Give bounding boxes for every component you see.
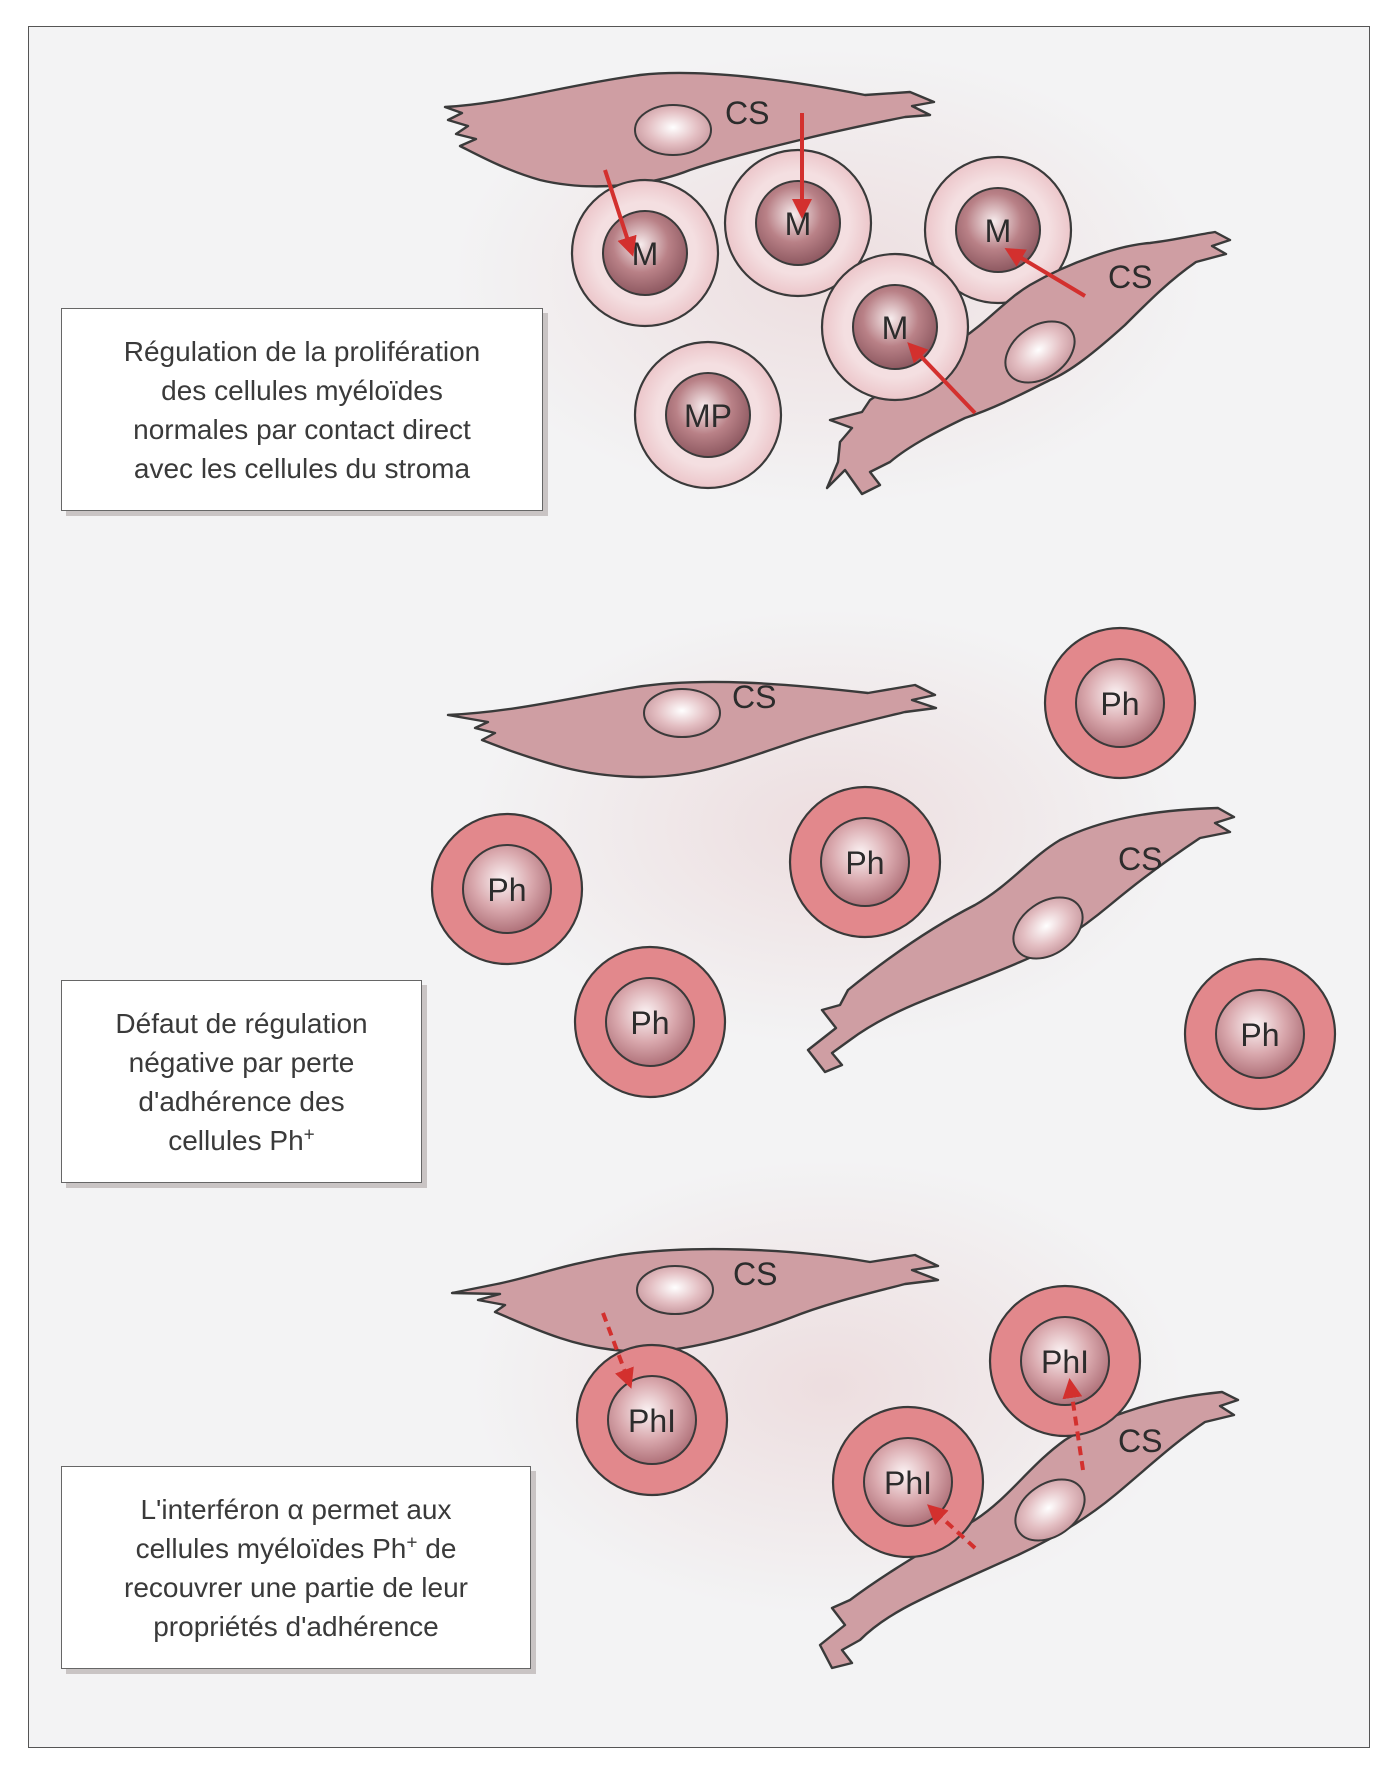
adhesion-arrow xyxy=(603,169,637,257)
cell-label: PhI xyxy=(884,1465,932,1501)
cell-label: PhI xyxy=(1041,1344,1089,1380)
panel-2: CS CS Ph Ph Ph Ph xyxy=(430,626,1337,1111)
cell-nucleus xyxy=(1075,658,1165,748)
caption-line: négative par perte xyxy=(128,1046,355,1078)
cell-label: Ph xyxy=(1100,686,1139,722)
caption-line: Régulation de la prolifération xyxy=(123,335,481,367)
panel-3-caption: L'interféron α permet aux cellules myélo… xyxy=(61,1466,531,1669)
stromal-nucleus xyxy=(636,1265,714,1315)
stromal-nucleus xyxy=(1004,320,1076,384)
partial-adhesion-arrow xyxy=(601,1312,634,1389)
cell-nucleus xyxy=(820,817,910,907)
stromal-cell: CS xyxy=(446,679,938,779)
panel-1-caption: Régulation de la prolifération des cellu… xyxy=(61,308,543,511)
caption-superscript: + xyxy=(406,1532,418,1553)
interferon-treated-ph-cell: PhI xyxy=(575,1343,729,1497)
cell-label: M xyxy=(785,206,812,242)
caption-line: d'adhérence des xyxy=(138,1085,345,1117)
panel-2-caption: Défaut de régulation négative par perte … xyxy=(61,980,422,1183)
cell-label: M xyxy=(985,213,1012,249)
partial-adhesion-arrow xyxy=(927,1504,977,1550)
caption-superscript: + xyxy=(303,1124,315,1145)
cell-nucleus xyxy=(605,977,695,1067)
cell-label: M xyxy=(882,310,909,346)
stromal-nucleus xyxy=(643,688,721,738)
stromal-cell: CS xyxy=(818,1390,1240,1670)
cell-label: Ph xyxy=(845,845,884,881)
stromal-label: CS xyxy=(1118,1423,1162,1459)
caption-line: avec les cellules du stroma xyxy=(133,452,471,484)
cell-nucleus xyxy=(1215,989,1305,1079)
cell-label: PhI xyxy=(628,1403,676,1439)
stromal-nucleus xyxy=(1014,1478,1086,1542)
stromal-cell: CS xyxy=(806,806,1236,1074)
cell-label: Ph xyxy=(1240,1017,1279,1053)
ph-positive-cell: Ph xyxy=(430,812,584,966)
cell-label: Ph xyxy=(487,872,526,908)
caption-line: cellules myéloïdes Ph+ de xyxy=(124,1529,468,1568)
stromal-label: CS xyxy=(732,679,776,715)
stromal-label: CS xyxy=(733,1256,777,1292)
stromal-cell: CS xyxy=(450,1247,940,1353)
ph-positive-cell: Ph xyxy=(573,945,727,1099)
caption-line: cellules Ph+ xyxy=(115,1121,367,1160)
cell-label: M xyxy=(632,236,659,272)
myeloid-cell: M xyxy=(820,252,970,402)
ph-positive-cell: Ph xyxy=(1043,626,1197,780)
interferon-treated-ph-cell: PhI xyxy=(988,1284,1142,1438)
caption-line: Défaut de régulation xyxy=(115,1007,368,1039)
caption-text: cellules myéloïdes Ph xyxy=(135,1532,407,1564)
cell-nucleus xyxy=(755,180,841,266)
caption-line: propriétés d'adhérence xyxy=(153,1610,439,1642)
cell-nucleus xyxy=(1020,1316,1110,1406)
cell-nucleus xyxy=(462,844,552,934)
ph-positive-cell: Ph xyxy=(1183,957,1337,1111)
cell-nucleus xyxy=(607,1375,697,1465)
cell-nucleus xyxy=(665,372,751,458)
caption-line: des cellules myéloïdes xyxy=(161,374,443,406)
caption-line: normales par contact direct xyxy=(133,413,471,445)
myeloid-progenitor-cell: MP xyxy=(633,340,783,490)
stromal-label: CS xyxy=(725,95,769,131)
myeloid-cell: M xyxy=(570,178,720,328)
stromal-label: CS xyxy=(1108,259,1152,295)
caption-text: cellules Ph xyxy=(168,1124,304,1156)
ph-positive-cell: Ph xyxy=(788,785,942,939)
stromal-nucleus xyxy=(1012,896,1084,960)
stromal-cell: CS xyxy=(443,71,936,188)
cell-label: MP xyxy=(684,398,732,434)
panel-1: CS M M M CS M xyxy=(443,71,1232,496)
caption-line: recouvrer une partie de leur xyxy=(124,1571,468,1603)
cell-label: Ph xyxy=(630,1005,669,1041)
panel-3: CS CS PhI PhI PhI xyxy=(450,1247,1240,1670)
stromal-cell: CS xyxy=(825,230,1232,496)
cell-nucleus xyxy=(863,1437,953,1527)
caption-line: L'interféron α permet aux xyxy=(140,1493,452,1525)
stromal-nucleus xyxy=(634,104,712,156)
caption-text: de xyxy=(417,1532,457,1564)
adhesion-arrow xyxy=(1004,247,1087,298)
stromal-label: CS xyxy=(1118,841,1162,877)
adhesion-arrow xyxy=(907,342,977,415)
